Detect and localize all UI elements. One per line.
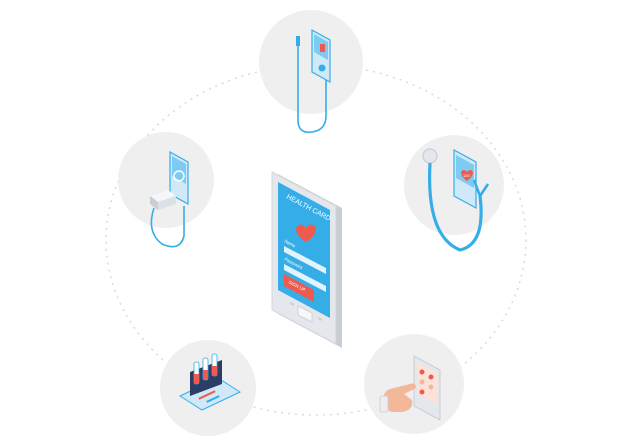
field-1-input bbox=[284, 246, 326, 274]
bp-device-group bbox=[118, 132, 214, 248]
signup-button bbox=[284, 274, 314, 302]
field-2-input bbox=[284, 264, 326, 292]
test-tubes-icon bbox=[178, 353, 242, 411]
circle-bg-left bbox=[118, 132, 214, 228]
central-phone: HEALTH CARD Name Password SIGN UP bbox=[271, 171, 342, 348]
glucose-meter-group bbox=[259, 10, 363, 134]
dotted-ring bbox=[105, 64, 527, 416]
stethoscope-group: 120 bbox=[404, 135, 504, 252]
monitor-readout: 120 bbox=[463, 173, 470, 178]
blood-pressure-cuff-icon bbox=[150, 150, 189, 248]
stethoscope-icon: 120 bbox=[422, 148, 490, 252]
hand-phone-group bbox=[364, 334, 464, 434]
circle-bg-top bbox=[259, 10, 363, 114]
phone-home-button bbox=[297, 305, 313, 323]
heart-icon bbox=[296, 224, 316, 242]
pointing-hand-icon bbox=[379, 355, 441, 421]
field-1-label: Name bbox=[284, 238, 297, 248]
test-tubes-group bbox=[160, 340, 256, 436]
glucose-meter-icon bbox=[296, 28, 331, 134]
